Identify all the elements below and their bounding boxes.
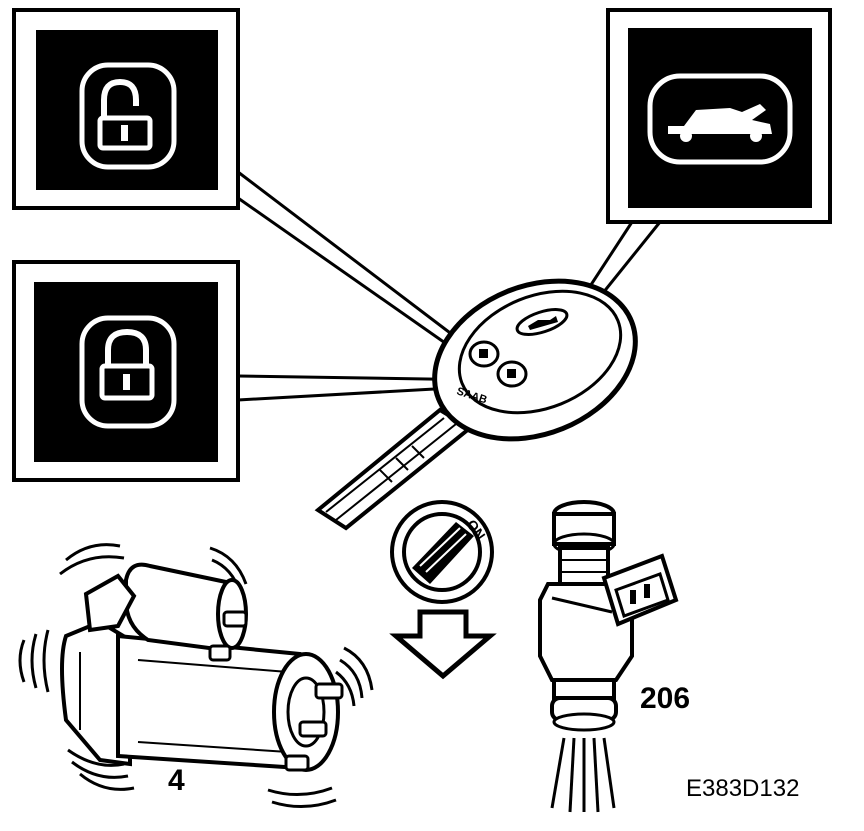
unlock-callout xyxy=(12,8,240,210)
starter-motor xyxy=(18,543,374,809)
starter-motor-label: 4 xyxy=(168,764,185,797)
injector-label: 206 xyxy=(640,682,690,715)
car-trunk-open-icon xyxy=(647,73,793,165)
padlock-closed-icon xyxy=(79,315,177,429)
padlock-open-icon xyxy=(79,62,177,170)
arrow-down-icon xyxy=(389,609,497,680)
trunk-callout xyxy=(606,8,832,224)
figure-code: E383D132 xyxy=(686,775,799,802)
lock-callout xyxy=(12,260,240,482)
fuel-injector xyxy=(538,500,679,813)
key-blade xyxy=(314,407,474,531)
fuel-spray xyxy=(550,737,616,813)
key-fob: SAAB xyxy=(314,278,638,531)
ignition-switch: ON xyxy=(390,500,494,604)
